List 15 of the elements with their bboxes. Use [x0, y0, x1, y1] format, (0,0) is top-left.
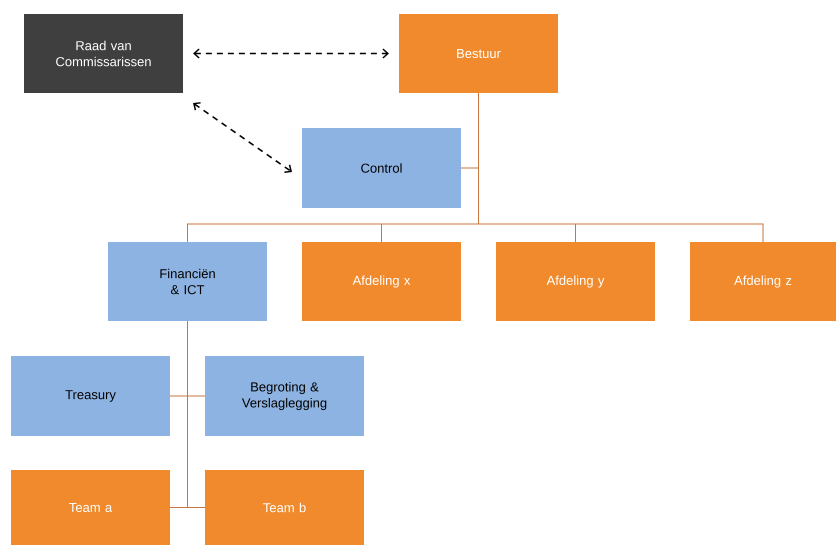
staff-box: Financiën & ICT: [108, 242, 267, 321]
unit-box: Team b: [205, 470, 364, 545]
unit-box: Bestuur: [399, 14, 558, 93]
connector: [193, 102, 292, 173]
unit-box: Team a: [11, 470, 170, 545]
unit-box: Afdeling x: [302, 242, 461, 321]
staff-box: Treasury: [11, 356, 170, 436]
unit-box: Afdeling y: [496, 242, 655, 321]
staff-box: Control: [302, 128, 461, 208]
staff-box: Begroting & Verslaglegging: [205, 356, 364, 436]
unit-box: Afdeling z: [690, 242, 836, 321]
connector: [193, 48, 389, 59]
connector: [478, 92, 764, 242]
board-box: Raad van Commissarissen: [24, 14, 183, 93]
connector: [187, 320, 206, 508]
